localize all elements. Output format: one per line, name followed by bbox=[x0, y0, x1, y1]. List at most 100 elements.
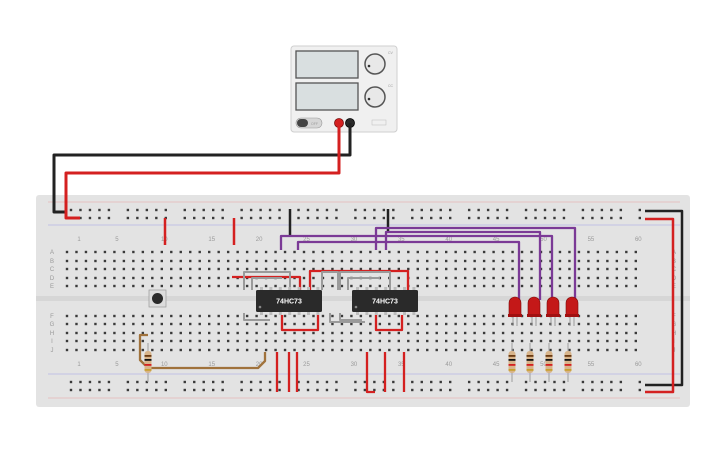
hole[interactable] bbox=[331, 267, 334, 271]
hole[interactable] bbox=[226, 314, 230, 318]
hole[interactable] bbox=[473, 322, 476, 326]
hole[interactable] bbox=[302, 259, 306, 263]
rail-hole[interactable] bbox=[316, 208, 319, 212]
rail-hole[interactable] bbox=[183, 208, 186, 212]
hole[interactable] bbox=[293, 331, 296, 335]
rail-hole[interactable] bbox=[155, 388, 158, 392]
hole[interactable] bbox=[208, 331, 211, 335]
rail-hole[interactable] bbox=[136, 380, 139, 384]
hole[interactable] bbox=[426, 331, 429, 335]
hole[interactable] bbox=[236, 259, 239, 263]
hole[interactable] bbox=[435, 314, 438, 318]
rail-hole[interactable] bbox=[591, 216, 594, 220]
hole[interactable] bbox=[340, 348, 344, 352]
rail-hole[interactable] bbox=[610, 380, 613, 384]
hole[interactable] bbox=[283, 250, 287, 254]
hole[interactable] bbox=[302, 339, 306, 343]
rail-hole[interactable] bbox=[107, 208, 111, 212]
hole[interactable] bbox=[492, 314, 495, 318]
hole[interactable] bbox=[558, 339, 562, 343]
hole[interactable] bbox=[549, 339, 552, 343]
hole[interactable] bbox=[170, 276, 173, 280]
hole[interactable] bbox=[454, 331, 457, 335]
hole[interactable] bbox=[473, 267, 476, 271]
hole[interactable] bbox=[606, 348, 609, 352]
rail-hole[interactable] bbox=[79, 380, 82, 384]
rail-hole[interactable] bbox=[373, 208, 376, 212]
wire-gray[interactable] bbox=[347, 277, 380, 290]
hole[interactable] bbox=[255, 331, 258, 335]
hole[interactable] bbox=[160, 250, 163, 254]
hole[interactable] bbox=[208, 267, 211, 271]
hole[interactable] bbox=[501, 267, 505, 271]
hole[interactable] bbox=[634, 259, 637, 263]
hole[interactable] bbox=[520, 276, 524, 280]
rail-hole[interactable] bbox=[212, 388, 215, 392]
hole[interactable] bbox=[558, 259, 562, 263]
hole[interactable] bbox=[151, 339, 154, 343]
hole[interactable] bbox=[312, 276, 315, 280]
rail-hole[interactable] bbox=[486, 380, 490, 384]
rail-hole[interactable] bbox=[240, 208, 243, 212]
hole[interactable] bbox=[407, 259, 410, 263]
rail-hole[interactable] bbox=[88, 388, 92, 392]
hole[interactable] bbox=[539, 339, 543, 343]
rail-hole[interactable] bbox=[259, 380, 262, 384]
rail-hole[interactable] bbox=[363, 380, 367, 384]
led[interactable] bbox=[527, 296, 541, 326]
hole[interactable] bbox=[445, 348, 448, 352]
hole[interactable] bbox=[549, 331, 552, 335]
rail-hole[interactable] bbox=[638, 380, 641, 384]
hole[interactable] bbox=[634, 267, 637, 271]
hole[interactable] bbox=[426, 276, 429, 280]
hole[interactable] bbox=[587, 331, 590, 335]
rail-hole[interactable] bbox=[136, 388, 139, 392]
hole[interactable] bbox=[236, 284, 239, 288]
rail-hole[interactable] bbox=[278, 380, 281, 384]
hole[interactable] bbox=[482, 259, 486, 263]
hole[interactable] bbox=[217, 322, 220, 326]
hole[interactable] bbox=[416, 339, 419, 343]
led[interactable] bbox=[546, 296, 560, 326]
hole[interactable] bbox=[359, 250, 363, 254]
hole[interactable] bbox=[208, 250, 211, 254]
hole[interactable] bbox=[217, 314, 220, 318]
hole[interactable] bbox=[369, 267, 372, 271]
hole[interactable] bbox=[170, 284, 173, 288]
hole[interactable] bbox=[274, 348, 277, 352]
hole[interactable] bbox=[236, 322, 239, 326]
rail-hole[interactable] bbox=[268, 208, 272, 212]
rail-hole[interactable] bbox=[553, 208, 556, 212]
rail-hole[interactable] bbox=[98, 216, 101, 220]
hole[interactable] bbox=[615, 259, 619, 263]
rail-hole[interactable] bbox=[325, 216, 329, 220]
hole[interactable] bbox=[539, 348, 543, 352]
hole[interactable] bbox=[198, 267, 201, 271]
wire-gray[interactable] bbox=[339, 313, 362, 321]
rail-hole[interactable] bbox=[581, 216, 585, 220]
hole[interactable] bbox=[226, 284, 230, 288]
rail-hole[interactable] bbox=[354, 388, 357, 392]
hole[interactable] bbox=[283, 267, 287, 271]
rail-hole[interactable] bbox=[259, 216, 262, 220]
hole[interactable] bbox=[482, 314, 486, 318]
hole[interactable] bbox=[198, 276, 201, 280]
hole[interactable] bbox=[558, 322, 562, 326]
rail-hole[interactable] bbox=[335, 388, 338, 392]
hole[interactable] bbox=[397, 331, 400, 335]
hole[interactable] bbox=[75, 284, 78, 288]
rail-hole[interactable] bbox=[240, 216, 243, 220]
hole[interactable] bbox=[407, 331, 410, 335]
hole[interactable] bbox=[293, 322, 296, 326]
hole[interactable] bbox=[416, 314, 419, 318]
rail-hole[interactable] bbox=[278, 388, 281, 392]
hole[interactable] bbox=[321, 348, 325, 352]
rail-hole[interactable] bbox=[619, 388, 623, 392]
hole[interactable] bbox=[378, 348, 382, 352]
rail-hole[interactable] bbox=[155, 380, 158, 384]
hole[interactable] bbox=[170, 314, 173, 318]
hole[interactable] bbox=[113, 250, 116, 254]
rail-hole[interactable] bbox=[619, 208, 623, 212]
hole[interactable] bbox=[122, 348, 126, 352]
hole[interactable] bbox=[141, 267, 145, 271]
